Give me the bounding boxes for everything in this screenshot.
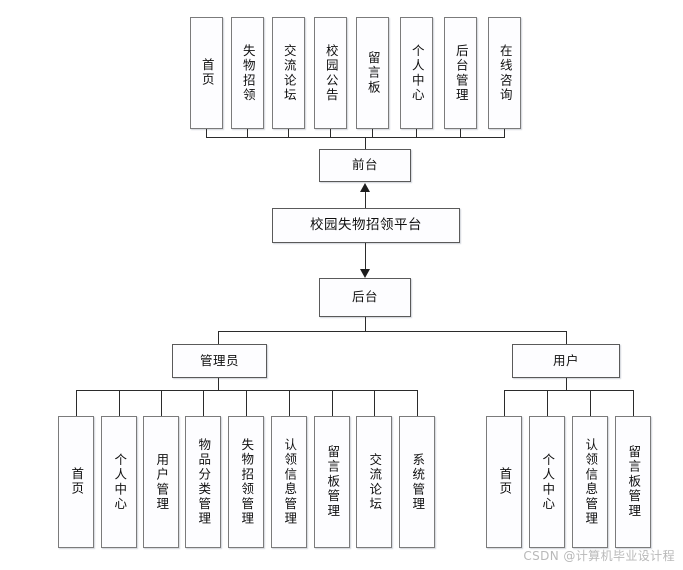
connector-user-stem (566, 378, 567, 390)
admin-module-4[interactable]: 失物招领管理 (228, 416, 264, 548)
user-module-0-label: 首页 (497, 467, 513, 497)
connector-roles-bus (218, 331, 566, 332)
connector-admin-1 (119, 390, 120, 416)
frontend-module-5-label: 个人中心 (409, 43, 425, 103)
connector-frontend-0 (206, 129, 207, 137)
user-module-2-label: 认领信息管理 (583, 437, 599, 527)
connector-admin-stem (218, 378, 219, 390)
connector-frontend-bus (206, 137, 505, 138)
connector-admin-4 (246, 390, 247, 416)
admin-module-5[interactable]: 认领信息管理 (271, 416, 307, 548)
frontend-module-1-label: 失物招领 (240, 43, 256, 103)
connector-frontend-6 (460, 129, 461, 137)
connector-frontend-4 (372, 129, 373, 137)
user-module-1-label: 个人中心 (540, 452, 556, 512)
admin-module-1[interactable]: 个人中心 (101, 416, 137, 548)
admin-module-3-label: 物品分类管理 (196, 437, 212, 527)
frontend-module-2-label: 交流论坛 (281, 43, 297, 103)
admin-module-0-label: 首页 (69, 467, 85, 497)
user-module-3-label: 留言板管理 (626, 445, 642, 519)
frontend-module-7[interactable]: 在线咨询 (488, 17, 521, 129)
watermark-text: CSDN @计算机毕业设计程 (523, 549, 675, 563)
connector-admin-3 (203, 390, 204, 416)
user-module-0[interactable]: 首页 (486, 416, 522, 548)
role-user-node[interactable]: 用户 (512, 344, 620, 378)
connector-frontend-7 (504, 129, 505, 137)
connector-platform-to-backend (365, 243, 366, 270)
role-user-label: 用户 (552, 352, 579, 368)
connector-bus-to-frontend (365, 137, 366, 149)
admin-module-8-label: 系统管理 (410, 452, 426, 512)
arrow-down-icon (360, 269, 370, 278)
admin-module-7[interactable]: 交流论坛 (356, 416, 392, 548)
frontend-module-6[interactable]: 后台管理 (444, 17, 477, 129)
admin-module-7-label: 交流论坛 (367, 452, 383, 512)
connector-admin-7 (374, 390, 375, 416)
connector-platform-to-frontend (365, 191, 366, 208)
admin-module-4-label: 失物招领管理 (239, 437, 255, 527)
admin-module-5-label: 认领信息管理 (282, 437, 298, 527)
arrow-up-icon (360, 183, 370, 192)
admin-module-6-label: 留言板管理 (325, 445, 341, 519)
admin-module-3[interactable]: 物品分类管理 (185, 416, 221, 548)
frontend-module-2[interactable]: 交流论坛 (272, 17, 305, 129)
frontend-module-1[interactable]: 失物招领 (231, 17, 264, 129)
connector-frontend-5 (416, 129, 417, 137)
admin-module-8[interactable]: 系统管理 (399, 416, 435, 548)
role-admin-node[interactable]: 管理员 (172, 344, 267, 378)
connector-admin-6 (332, 390, 333, 416)
admin-module-2-label: 用户管理 (154, 452, 170, 512)
connector-bus-to-admin (218, 331, 219, 344)
connector-frontend-1 (247, 129, 248, 137)
connector-user-2 (590, 390, 591, 416)
frontend-module-0-label: 首页 (199, 58, 215, 88)
connector-admin-0 (76, 390, 77, 416)
frontend-module-5[interactable]: 个人中心 (400, 17, 433, 129)
connector-frontend-3 (330, 129, 331, 137)
admin-module-0[interactable]: 首页 (58, 416, 94, 548)
admin-module-6[interactable]: 留言板管理 (314, 416, 350, 548)
frontend-module-3-label: 校园公告 (323, 43, 339, 103)
frontend-module-3[interactable]: 校园公告 (314, 17, 347, 129)
frontend-module-0[interactable]: 首页 (190, 17, 223, 129)
platform-root-label: 校园失物招领平台 (310, 216, 422, 233)
role-admin-label: 管理员 (199, 352, 239, 368)
connector-bus-to-user (566, 331, 567, 344)
user-module-1[interactable]: 个人中心 (529, 416, 565, 548)
frontend-module-6-label: 后台管理 (453, 43, 469, 103)
connector-user-0 (504, 390, 505, 416)
connector-user-bus (504, 390, 634, 391)
user-module-3[interactable]: 留言板管理 (615, 416, 651, 548)
platform-root-node[interactable]: 校园失物招领平台 (272, 208, 460, 243)
frontend-node-label: 前台 (351, 157, 378, 173)
admin-module-2[interactable]: 用户管理 (143, 416, 179, 548)
user-module-2[interactable]: 认领信息管理 (572, 416, 608, 548)
frontend-node[interactable]: 前台 (319, 149, 411, 182)
backend-node-label: 后台 (351, 289, 378, 305)
admin-module-1-label: 个人中心 (112, 452, 128, 512)
frontend-module-4[interactable]: 留言板 (356, 17, 389, 129)
connector-admin-8 (417, 390, 418, 416)
connector-backend-stem (365, 317, 366, 331)
backend-node[interactable]: 后台 (319, 278, 411, 317)
connector-admin-5 (289, 390, 290, 416)
frontend-module-7-label: 在线咨询 (497, 43, 513, 103)
frontend-module-4-label: 留言板 (365, 50, 381, 96)
connector-frontend-2 (288, 129, 289, 137)
connector-user-3 (633, 390, 634, 416)
connector-admin-2 (161, 390, 162, 416)
connector-user-1 (547, 390, 548, 416)
